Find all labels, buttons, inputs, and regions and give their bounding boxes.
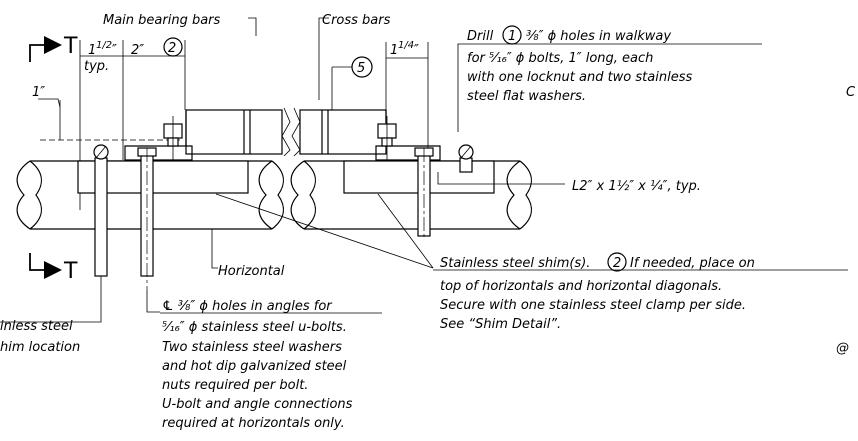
- drill-note-line2: for ⁵⁄₁₆″ ϕ bolts, 1″ long, each: [467, 51, 653, 66]
- angle-left: [124, 145, 193, 161]
- drill-note-bubble: 1: [508, 29, 516, 44]
- dim-1-half-unit: ″: [112, 43, 117, 58]
- ubolt-note-line4: and hot dip galvanized steel: [162, 359, 347, 374]
- dimension-1-inch-left: 1″: [32, 85, 180, 141]
- edge-label-right-top: C: [846, 85, 856, 100]
- section-label-bottom: T: [63, 259, 78, 284]
- dim-2-inch-label: 2″: [131, 43, 144, 58]
- drill-note-prefix: Drill: [467, 29, 494, 44]
- shim-note-line1: If needed, place on: [630, 256, 755, 271]
- dimension-2-inch: 2″ 2: [123, 37, 186, 110]
- shim-location-callout: inless steel him location: [0, 276, 102, 355]
- dim-2-bubble-number: 2: [168, 41, 176, 56]
- shim-note-line4: See “Shim Detail”.: [440, 317, 561, 332]
- drill-note: Drill 1 ⅜″ ϕ holes in walkway for ⁵⁄₁₆″ …: [457, 25, 762, 132]
- dim-1-quarter-whole: 1: [390, 43, 398, 58]
- ubolt-note: ℄ ⅜″ ϕ holes in angles for ⁵⁄₁₆″ ϕ stain…: [146, 290, 382, 431]
- dim-1-half-whole: 1: [88, 43, 96, 58]
- horizontal-label: Horizontal: [218, 264, 285, 279]
- main-bearing-bars-callout: Main bearing bars: [103, 13, 257, 36]
- cross-bars-label: Cross bars: [322, 13, 391, 28]
- ubolt-note-line3: Two stainless steel washers: [162, 340, 342, 355]
- drill-note-line3: with one locknut and two stainless: [467, 70, 692, 85]
- dimension-1-quarter: 1 1/4 ″: [385, 40, 429, 150]
- cross-bars-callout: Cross bars: [318, 13, 391, 100]
- section-marker-bottom: T: [29, 253, 78, 284]
- ubolt-note-line7: required at horizontals only.: [162, 416, 345, 431]
- ubolt-note-line5: nuts required per bolt.: [162, 378, 308, 393]
- dim-typ-label: typ.: [84, 59, 109, 74]
- angle-right: [375, 145, 441, 161]
- shim-note-line3: Secure with one stainless steel clamp pe…: [440, 298, 746, 313]
- shim-note-bubble: 2: [613, 256, 621, 271]
- ubolt-note-line6: U-bolt and angle connections: [162, 397, 353, 412]
- dim-1-half-frac: 1/2: [96, 40, 112, 51]
- section-label-top: T: [63, 34, 78, 59]
- shim-note-prefix: Stainless steel shim(s).: [440, 256, 590, 271]
- shim-note: Stainless steel shim(s). 2 If needed, pl…: [215, 193, 848, 332]
- drill-note-line1: ⅜″ ϕ holes in walkway: [526, 29, 671, 44]
- bolt-left-top: [163, 116, 183, 160]
- angle-label: L2″ x 1½″ x ¼″, typ.: [572, 179, 701, 194]
- left-note-line1: inless steel: [0, 319, 73, 334]
- edge-label-right-bottom: @: [836, 341, 849, 356]
- ubolt-note-line2: ⁵⁄₁₆″ ϕ stainless steel u-bolts.: [162, 320, 347, 335]
- drill-note-line4: steel flat washers.: [467, 89, 586, 104]
- ubolt-note-line1: ℄ ⅜″ ϕ holes in angles for: [162, 299, 333, 314]
- main-bearing-bars-label: Main bearing bars: [103, 13, 221, 28]
- bubble-5-number: 5: [357, 61, 365, 76]
- shim-note-line2: top of horizontals and horizontal diagon…: [440, 279, 722, 294]
- dim-1-quarter-frac: 1/4: [398, 40, 414, 51]
- angle-callout: L2″ x 1½″ x ¼″, typ.: [437, 172, 701, 194]
- left-note-line2: him location: [0, 340, 80, 355]
- horizontal-callout: Horizontal: [211, 229, 285, 279]
- dim-1-quarter-unit: ″: [414, 43, 419, 58]
- walkway-grating: [185, 107, 387, 157]
- section-marker-top: T: [29, 34, 78, 62]
- dim-1-inch-label: 1″: [32, 85, 45, 100]
- bolt-right-top: [377, 116, 397, 160]
